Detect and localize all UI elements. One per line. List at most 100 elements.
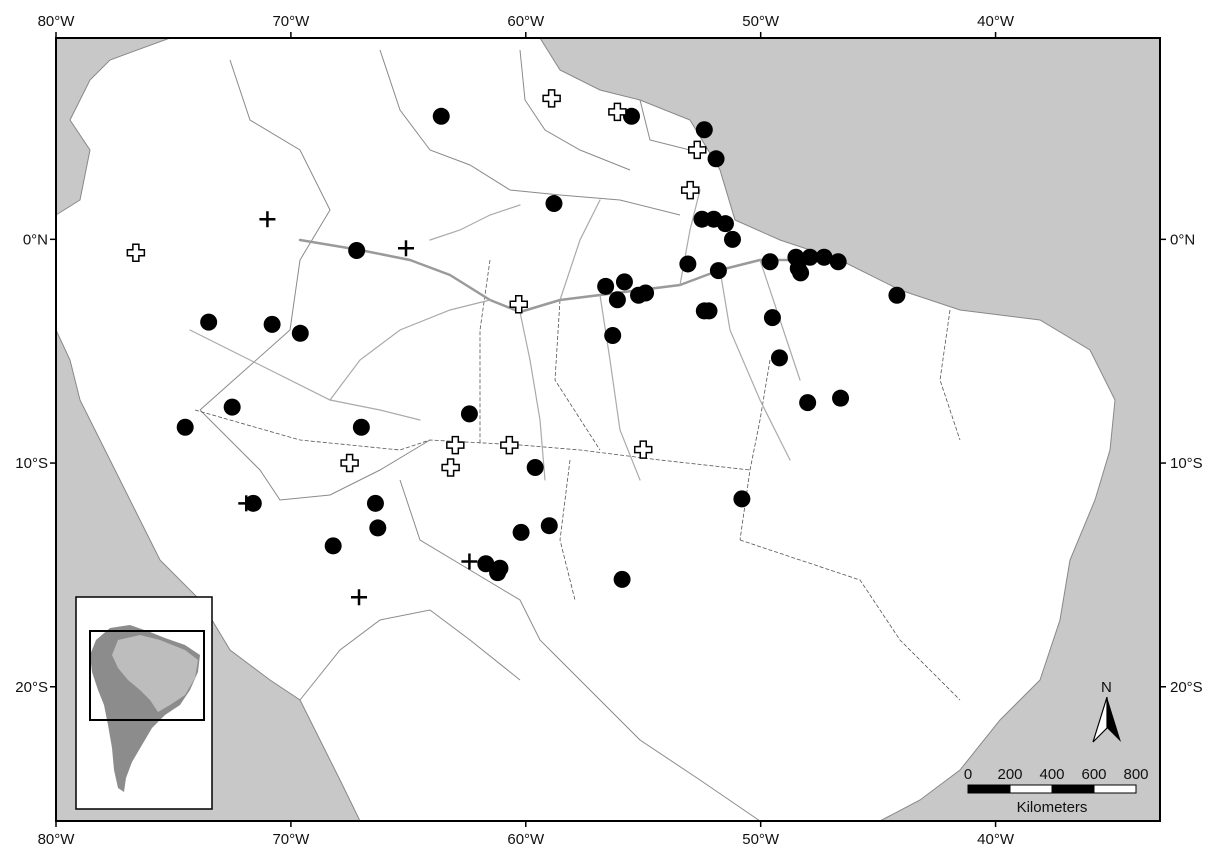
plus-marker xyxy=(238,495,255,512)
latitude-ticks-right: 0°N 10°S 20°S xyxy=(1160,231,1203,696)
filled-circle-marker xyxy=(291,324,309,342)
inset-map xyxy=(75,596,213,810)
filled-circle-marker xyxy=(526,459,544,477)
filled-circle-marker xyxy=(695,121,713,139)
lon-label-bottom: 70°W xyxy=(272,831,310,848)
north-arrow-icon xyxy=(1107,697,1121,742)
lon-label-top: 70°W xyxy=(272,13,310,30)
filled-circle-marker xyxy=(604,327,622,345)
filled-circle-marker xyxy=(716,215,734,233)
filled-circle-marker xyxy=(176,418,194,436)
filled-circle-marker xyxy=(763,309,781,327)
scale-tick-label: 800 xyxy=(1123,766,1148,783)
scale-tick-label: 400 xyxy=(1039,766,1064,783)
filled-circle-marker xyxy=(723,230,741,248)
open-cross-marker xyxy=(340,453,359,473)
filled-circle-marker xyxy=(622,107,640,125)
filled-circle-marker xyxy=(693,210,711,228)
plus-markers xyxy=(238,211,478,606)
filled-circle-marker xyxy=(540,517,558,535)
plus-marker xyxy=(259,211,276,228)
lon-label-bottom: 60°W xyxy=(507,831,545,848)
filled-circle-marker xyxy=(348,242,366,260)
filled-circle-marker xyxy=(352,418,370,436)
filled-circle-marker xyxy=(829,253,847,271)
lon-label-top: 50°W xyxy=(742,13,780,30)
filled-circle-marker xyxy=(489,564,507,582)
lat-label-left: 0°N xyxy=(23,231,48,248)
filled-circle-marker xyxy=(324,537,342,555)
lat-label-right: 10°S xyxy=(1170,455,1203,472)
scale-tick-label: 0 xyxy=(964,766,972,783)
lat-label-right: 20°S xyxy=(1170,679,1203,696)
lat-label-left: 20°S xyxy=(15,679,48,696)
open-cross-marker xyxy=(608,102,627,122)
longitude-ticks-top: 80°W 70°W 60°W 50°W 40°W xyxy=(38,13,1015,38)
latitude-ticks-left: 0°N 10°S 20°S xyxy=(15,231,56,696)
inset-extent-box xyxy=(89,630,205,721)
open-cross-marker xyxy=(633,440,653,459)
lon-label-top: 40°W xyxy=(977,13,1015,30)
open-cross-marker xyxy=(446,435,465,455)
filled-circle-marker xyxy=(263,315,281,333)
filled-circle-marker xyxy=(709,262,727,280)
filled-circle-marker xyxy=(700,302,718,320)
filled-circle-marker xyxy=(366,494,384,512)
open-cross-marker xyxy=(680,180,700,200)
scale-bar-unit-label: Kilometers xyxy=(1017,799,1088,816)
lon-label-top: 80°W xyxy=(38,13,76,30)
plus-marker xyxy=(461,553,478,570)
open-cross-marker xyxy=(509,294,528,314)
filled-circle-marker xyxy=(815,248,833,266)
filled-circle-markers xyxy=(176,107,906,588)
filled-circle-marker xyxy=(679,255,697,273)
filled-circle-marker xyxy=(707,150,725,168)
lon-label-bottom: 80°W xyxy=(38,831,76,848)
plus-marker xyxy=(351,589,368,606)
filled-circle-marker xyxy=(615,273,633,291)
filled-circle-marker xyxy=(460,405,478,423)
filled-circle-marker xyxy=(613,570,631,588)
open-cross-marker xyxy=(126,243,146,263)
north-arrow: N xyxy=(1092,679,1121,743)
filled-circle-marker xyxy=(608,291,626,309)
filled-circle-marker xyxy=(801,248,819,266)
open-cross-marker xyxy=(500,435,519,455)
lon-label-top: 60°W xyxy=(507,13,545,30)
filled-circle-marker xyxy=(637,284,655,302)
filled-circle-marker xyxy=(369,519,387,537)
plus-marker xyxy=(397,240,414,257)
lat-label-right: 0°N xyxy=(1170,231,1195,248)
lon-label-bottom: 40°W xyxy=(977,831,1015,848)
scale-bar-tick-labels: 0 200 400 600 800 xyxy=(964,766,1149,783)
north-arrow-label: N xyxy=(1101,679,1112,696)
filled-circle-marker xyxy=(888,286,906,304)
filled-circle-marker xyxy=(799,394,817,412)
open-cross-marker xyxy=(441,458,460,477)
open-cross-markers xyxy=(126,89,707,477)
longitude-ticks-bottom: 80°W 70°W 60°W 50°W 40°W xyxy=(38,821,1015,848)
open-cross-marker xyxy=(542,89,561,108)
land-mass xyxy=(55,37,1116,822)
country-borders xyxy=(199,49,761,822)
filled-circle-marker xyxy=(792,264,810,282)
scale-tick-label: 200 xyxy=(997,766,1022,783)
filled-circle-marker xyxy=(512,523,530,541)
lon-label-bottom: 50°W xyxy=(742,831,780,848)
filled-circle-marker xyxy=(832,389,850,407)
filled-circle-marker xyxy=(223,398,241,416)
filled-circle-marker xyxy=(432,107,450,125)
lat-label-left: 10°S xyxy=(15,455,48,472)
filled-circle-marker xyxy=(545,195,563,213)
scale-tick-label: 600 xyxy=(1081,766,1106,783)
map-frame xyxy=(55,37,1161,822)
filled-circle-marker xyxy=(597,277,615,295)
scale-bar: 0 200 400 600 800 Kilometers xyxy=(964,766,1149,816)
filled-circle-marker xyxy=(200,313,218,331)
filled-circle-marker xyxy=(733,490,751,508)
filled-circle-marker xyxy=(761,253,779,271)
open-cross-marker xyxy=(688,140,707,160)
filled-circle-marker xyxy=(770,349,788,367)
